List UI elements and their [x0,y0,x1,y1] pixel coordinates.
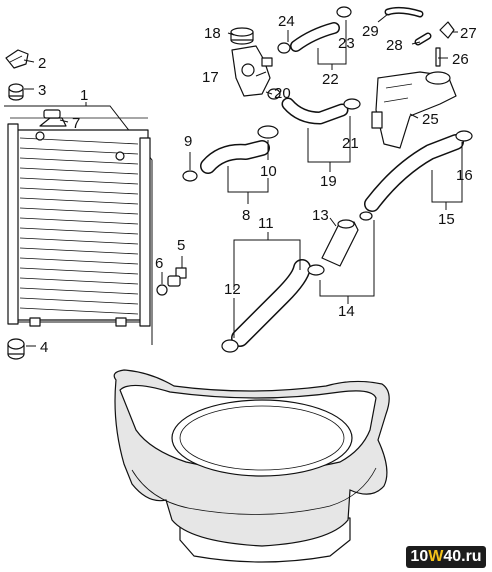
callout-8: 8 [242,207,250,224]
callout-5: 5 [177,237,185,254]
bypass-hose-19 [267,88,361,125]
mount-clip-2 [5,49,29,69]
callout-20: 20 [274,85,291,102]
callout-2: 2 [38,55,46,72]
callout-27: 27 [460,25,477,42]
cap-18 [230,27,254,45]
hose-clamp-23 [336,6,352,18]
hose-clamp-21 [343,98,361,110]
radiator-cap-enlarged [113,369,390,563]
reservoir-hose-15 [364,130,473,212]
callout-19: 19 [320,173,337,190]
callout-15: 15 [438,211,455,228]
hose-clamp-16 [455,130,473,142]
hose-clamp-20 [267,88,281,100]
watermark-accent: W [428,548,444,565]
thermostat-housing-17 [231,45,273,97]
radiator-group [4,49,187,360]
callout-18: 18 [204,25,221,42]
callout-26: 26 [452,51,469,68]
callout-1: 1 [80,87,88,104]
callout-23: 23 [338,35,355,52]
callout-4: 4 [40,339,48,356]
hose-clamp-9 [182,170,198,182]
drain-plug-5 [167,267,187,287]
rubber-cushion-4 [7,338,25,360]
heater-hose-22 [277,6,352,54]
upper-hose-8 [182,125,279,182]
callout-12: 12 [224,281,241,298]
clip-27 [439,21,455,39]
callout-7: 7 [72,115,80,132]
callout-16: 16 [456,167,473,184]
rubber-cushion-3 [8,83,24,101]
callouts: 1 2 3 4 5 6 7 8 9 10 11 12 13 14 15 16 1… [38,13,477,356]
pipe-26 [435,47,441,67]
leader-lines [23,13,463,347]
small-hose-28 [414,32,432,46]
water-outlet-13 [321,211,373,267]
watermark-suffix: 40.ru [443,548,482,565]
callout-25: 25 [422,111,439,128]
callout-21: 21 [342,135,359,152]
callout-13: 13 [312,207,329,224]
callout-29: 29 [362,23,379,40]
lower-hose-12 [221,259,325,353]
callout-10: 10 [260,163,277,180]
callout-22: 22 [322,71,339,88]
callout-3: 3 [38,82,46,99]
small-hose-29 [384,6,424,18]
radiator-cap-7 [39,109,67,127]
callout-28: 28 [386,37,403,54]
callout-11: 11 [258,215,274,232]
callout-17: 17 [202,69,219,86]
callout-9: 9 [184,133,192,150]
hose-clamp-24 [277,42,291,54]
hose-clamp-10 [257,125,279,139]
radiator-core [7,117,151,327]
callout-24: 24 [278,13,295,30]
callout-6: 6 [155,255,163,272]
watermark-prefix: 10 [410,548,429,565]
o-ring-6 [156,284,168,296]
reservoir-tank-25 [371,71,457,149]
callout-14: 14 [338,303,355,320]
